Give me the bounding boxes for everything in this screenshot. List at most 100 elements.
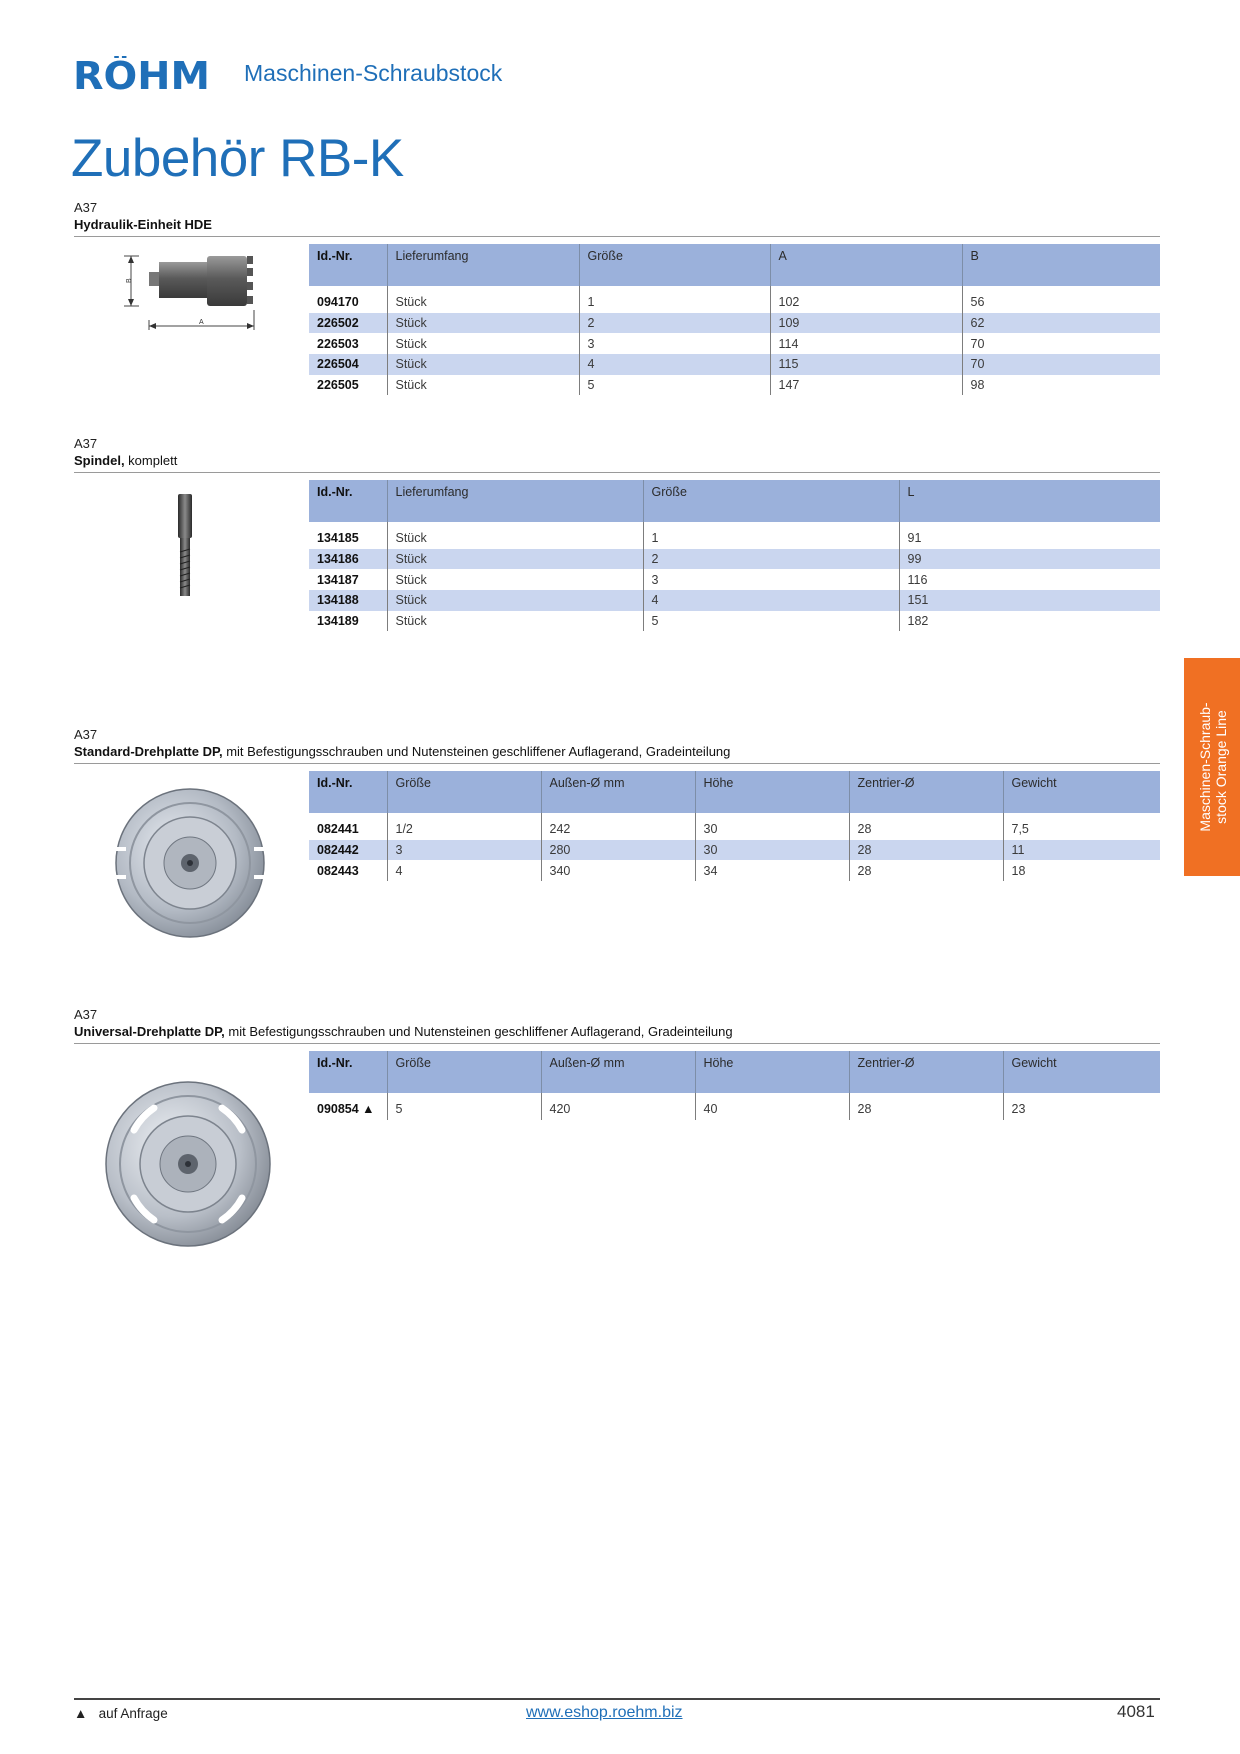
section-title: Standard-Drehplatte DP, mit Befestigungs… — [74, 744, 731, 759]
page-title: Zubehör RB-K — [71, 129, 404, 188]
id-number-cell: 094170 — [317, 295, 359, 310]
spindle-table: Id.-Nr. Lieferumfang Größe L 134185 Stüc… — [309, 480, 1160, 632]
section-code: A37 — [74, 727, 98, 742]
id-number-cell: 082443 — [317, 863, 359, 878]
table-cell: Stück — [386, 333, 579, 355]
column-header: Id.-Nr. — [309, 244, 387, 286]
table-cell: 28 — [848, 839, 1003, 861]
eshop-link[interactable]: www.eshop.roehm.biz — [526, 1704, 683, 1721]
table-cell: 11 — [1002, 839, 1160, 861]
section-code: A37 — [74, 200, 98, 215]
table-cell: 147 — [769, 374, 962, 396]
table-cell: 3 — [386, 839, 541, 861]
universal-turntable-image — [105, 1081, 271, 1247]
table-row: 090854 ▲ 5 420 40 28 23 — [309, 1099, 1160, 1120]
column-header: Höhe — [694, 1051, 849, 1093]
id-number-cell: 090854 ▲ — [317, 1102, 375, 1117]
table-cell: 109 — [769, 312, 962, 334]
table-cell: Stück — [386, 569, 643, 591]
footer-legend: ▲ auf Anfrage — [74, 1706, 168, 1721]
table-cell: Stück — [386, 312, 579, 334]
column-header: Id.-Nr. — [309, 771, 387, 813]
column-header: Außen-Ø mm — [540, 771, 695, 813]
column-header: Höhe — [694, 771, 849, 813]
table-cell: 28 — [848, 819, 1003, 840]
id-number-cell: 134186 — [309, 548, 387, 570]
table-row: 226504 Stück 4 115 70 — [309, 354, 1160, 375]
column-header: Gewicht — [1002, 1051, 1160, 1093]
table-cell: 23 — [1002, 1099, 1160, 1120]
table-cell: 114 — [769, 333, 962, 355]
table-cell: 4 — [386, 860, 541, 882]
table-cell: 3 — [578, 333, 770, 355]
table-cell: 115 — [769, 354, 962, 375]
svg-text:RÖHM: RÖHM — [73, 56, 210, 92]
table-row: 134188 Stück 4 151 — [309, 590, 1160, 611]
id-number-cell: 134185 — [317, 531, 359, 546]
table-row: 082442 3 280 30 28 11 — [309, 839, 1160, 861]
table-cell: 30 — [694, 839, 849, 861]
table-cell: 30 — [694, 819, 849, 840]
table-cell: 7,5 — [1002, 819, 1160, 840]
section-divider — [74, 763, 1160, 764]
column-header: Außen-Ø mm — [540, 1051, 695, 1093]
id-number-cell: 226504 — [309, 354, 387, 375]
section-title: Hydraulik-Einheit HDE — [74, 217, 212, 232]
section-divider — [74, 472, 1160, 473]
table-cell: 62 — [961, 312, 1160, 334]
table-header-row: Id.-Nr. Lieferumfang Größe A B — [309, 244, 1160, 286]
column-header: Id.-Nr. — [309, 1051, 387, 1093]
id-number-cell: 082442 — [309, 839, 387, 861]
table-cell: Stück — [386, 610, 643, 632]
table-cell: 28 — [848, 860, 1003, 882]
table-cell: 4 — [642, 590, 899, 611]
id-number-cell: 134187 — [317, 572, 359, 587]
column-header: Gewicht — [1002, 771, 1160, 813]
table-cell: 151 — [898, 590, 1160, 611]
column-header: Größe — [642, 480, 899, 522]
hydraulic-unit-table: Id.-Nr. Lieferumfang Größe A B 094170 St… — [309, 244, 1160, 396]
table-cell: 5 — [386, 1099, 541, 1120]
section-title: Universal-Drehplatte DP, mit Befestigung… — [74, 1024, 733, 1039]
section-universal-drehplatte: A37 Universal-Drehplatte DP, mit Befesti… — [74, 1007, 1160, 1247]
table-cell: 420 — [540, 1099, 695, 1120]
section-hydraulik-einheit: A37 Hydraulik-Einheit HDE B A Id.-Nr. Li… — [74, 200, 1160, 396]
section-divider — [74, 236, 1160, 237]
section-code: A37 — [74, 1007, 98, 1022]
table-cell: Stück — [386, 590, 643, 611]
table-cell: 4 — [578, 354, 770, 375]
column-header: Lieferumfang — [386, 480, 643, 522]
column-header: L — [898, 480, 1160, 522]
table-header-row: Id.-Nr. Größe Außen-Ø mm Höhe Zentrier-Ø… — [309, 1051, 1160, 1093]
table-cell: 3 — [642, 569, 899, 591]
footer-divider — [74, 1698, 1160, 1700]
table-row: 134186 Stück 2 99 — [309, 548, 1160, 570]
id-number-cell: 226505 — [317, 378, 359, 393]
footer-legend-text: auf Anfrage — [98, 1706, 168, 1721]
table-cell: 98 — [961, 374, 1160, 396]
table-cell: 70 — [961, 354, 1160, 375]
table-cell: 40 — [694, 1099, 849, 1120]
table-cell: 116 — [898, 569, 1160, 591]
column-header: Zentrier-Ø — [848, 771, 1003, 813]
column-header: Lieferumfang — [386, 244, 579, 286]
column-header: Größe — [386, 1051, 541, 1093]
dimension-label-a: A — [199, 319, 204, 326]
section-standard-drehplatte: A37 Standard-Drehplatte DP, mit Befestig… — [74, 727, 1160, 938]
table-cell: 102 — [769, 292, 962, 313]
chapter-side-tab[interactable]: Maschinen-Schraub- stock Orange Line — [1184, 658, 1240, 876]
column-header: Größe — [386, 771, 541, 813]
table-row: 134189 Stück 5 182 — [309, 610, 1160, 632]
id-number-cell: 134188 — [309, 590, 387, 611]
table-cell: 56 — [961, 292, 1160, 313]
hydraulic-unit-image: B A — [124, 255, 255, 330]
table-cell: 1/2 — [386, 819, 541, 840]
standard-turntable-table: Id.-Nr. Größe Außen-Ø mm Höhe Zentrier-Ø… — [309, 771, 1160, 882]
id-number-cell: 226503 — [317, 336, 359, 351]
table-cell: 2 — [578, 312, 770, 334]
table-row: 226502 Stück 2 109 62 — [309, 312, 1160, 334]
table-cell: Stück — [386, 548, 643, 570]
table-row: 226503 Stück 3 114 70 — [309, 333, 1160, 355]
spindle-image — [178, 494, 192, 596]
table-header-row: Id.-Nr. Größe Außen-Ø mm Höhe Zentrier-Ø… — [309, 771, 1160, 813]
